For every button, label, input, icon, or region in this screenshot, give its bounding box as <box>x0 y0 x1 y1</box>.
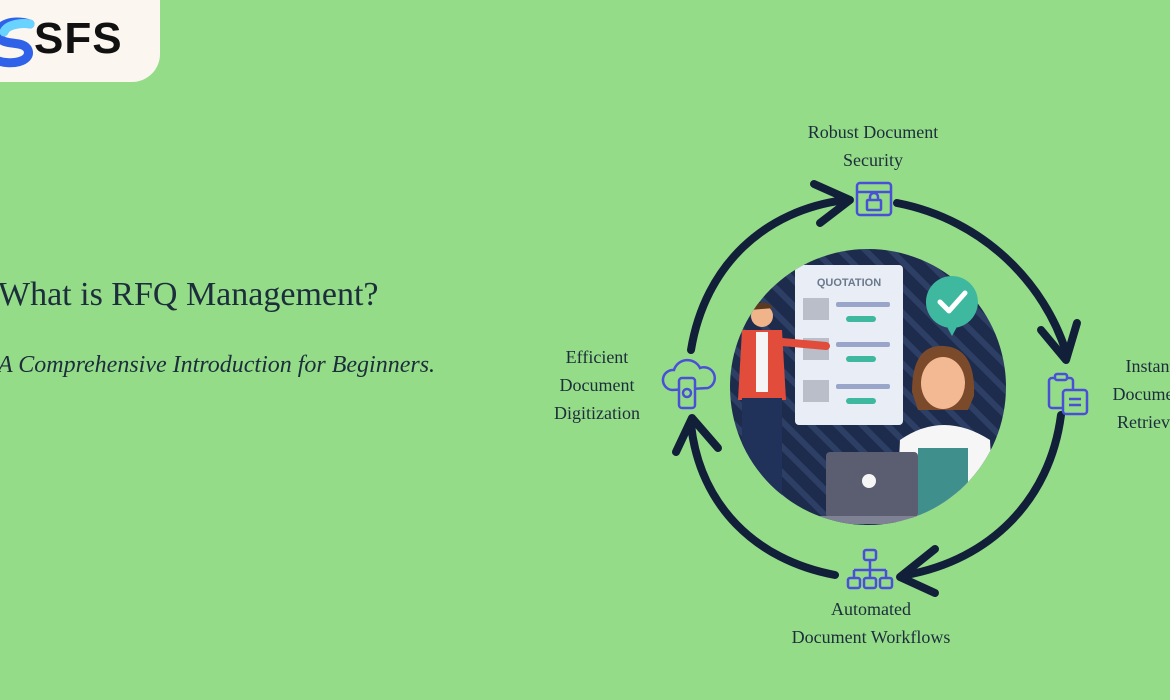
page-title: What is RFQ Management? <box>0 276 379 313</box>
lock-window-icon <box>855 181 893 217</box>
sfs-logo-icon <box>0 17 35 68</box>
presenter-figure <box>738 302 830 498</box>
logo-card[interactable]: SFS <box>0 0 160 82</box>
arrow-top-right <box>893 199 1070 356</box>
illustration-circle: QUOTATION <box>730 249 1006 525</box>
check-badge-icon <box>925 276 978 336</box>
step-label-workflows: Automated Document Workflows <box>791 599 951 647</box>
step-label-security: Robust Document Security <box>807 122 939 170</box>
step-label-digitization: Efficient Document Digitization <box>554 347 640 423</box>
clipboard-icon <box>1047 372 1089 416</box>
quotation-title: QUOTATION <box>817 277 881 289</box>
arrow-head-top-right <box>1037 319 1081 364</box>
arrow-head-bottom-left <box>672 414 722 456</box>
arrow-right-bottom <box>902 411 1065 579</box>
cycle-arrows <box>672 180 1081 597</box>
arrow-left-top <box>687 196 849 354</box>
quotation-document: QUOTATION <box>795 265 903 425</box>
step-label-retrieval: Instant Document Retrieval <box>1112 356 1170 432</box>
hierarchy-icon <box>846 548 894 590</box>
arrow-bottom-left <box>687 421 839 579</box>
page-subtitle: A Comprehensive Introduction for Beginne… <box>0 352 436 378</box>
arrow-head-right-bottom <box>896 545 939 597</box>
brand-name: SFS <box>34 14 123 63</box>
cloud-phone-icon <box>661 358 717 410</box>
arrow-head-left-top <box>810 180 854 227</box>
